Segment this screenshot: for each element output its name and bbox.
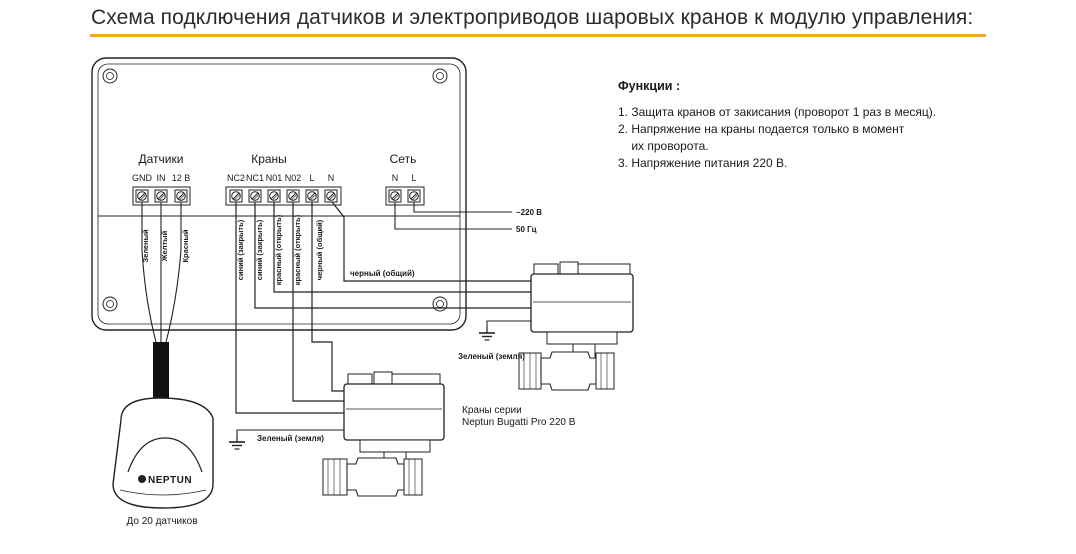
terminal-label-n02: N02 xyxy=(285,173,302,183)
terminal-label-nc2: NC2 xyxy=(227,173,245,183)
upper-ground-icon xyxy=(478,326,496,341)
valve-wire-label-nc1: синий (закрыть) xyxy=(255,219,264,280)
mains-terminal-block xyxy=(385,186,425,206)
upper-valve-body xyxy=(518,351,615,391)
lower-ground-icon xyxy=(228,435,246,450)
terminal-label-12v: 12 В xyxy=(172,173,191,183)
function-item-3: 3. Напряжение питания 220 В. xyxy=(618,156,788,170)
sensor-caption: До 20 датчиков xyxy=(126,516,197,527)
valves-caption-line-2: Neptun Bugatti Pro 220 В xyxy=(462,417,576,428)
neptun-logo-icon xyxy=(138,475,146,483)
page-title: Схема подключения датчиков и электроприв… xyxy=(91,6,974,29)
leak-sensor: NEPTUN xyxy=(112,397,214,509)
upper-ground-label: Зеленый (земля) xyxy=(458,352,525,361)
valve-wire-label-nc2: синий (закрыть) xyxy=(236,219,245,280)
mains-voltage-label: ~220 В xyxy=(516,208,542,217)
valves-terminal-block xyxy=(225,186,342,206)
lower-ground-wire xyxy=(236,429,344,436)
function-item-2-cont: их проворота. xyxy=(618,139,709,153)
lower-valve-body xyxy=(322,457,423,497)
sensor-cable xyxy=(153,342,169,406)
valve-wires xyxy=(235,201,532,414)
terminal-label-mains-n: N xyxy=(392,173,399,183)
function-item-2: 2. Напряжение на краны подается только в… xyxy=(618,122,905,136)
sensor-wire-label-yellow: Желтый xyxy=(160,230,169,262)
terminal-label-mains-l: L xyxy=(411,173,416,183)
sensors-group-title: Датчики xyxy=(139,152,184,166)
terminal-label-n01: N01 xyxy=(266,173,283,183)
valves-caption-line-1: Краны серии xyxy=(462,405,522,416)
valve-wire-label-n01: красный (открыть) xyxy=(274,214,283,285)
terminal-label-n: N xyxy=(328,173,335,183)
functions-heading: Функции : xyxy=(618,79,681,93)
function-item-1: 1. Защита кранов от закисания (проворот … xyxy=(618,105,937,119)
terminal-label-l: L xyxy=(309,173,314,183)
mains-wires xyxy=(394,202,512,230)
upper-ground-wire xyxy=(486,320,531,327)
sensor-wire-label-green: Зеленый xyxy=(141,229,150,263)
title-underline xyxy=(90,34,986,37)
common-wire-label: черный (общий) xyxy=(350,269,415,278)
sensor-wire-label-red: Красный xyxy=(181,229,190,262)
terminal-label-nc1: NC1 xyxy=(246,173,264,183)
mains-frequency-label: 50 Гц xyxy=(516,225,537,234)
valve-wire-label-common: черный (общий) xyxy=(315,219,324,280)
sensor-wires xyxy=(141,202,182,343)
terminal-label-gnd: GND xyxy=(132,173,153,183)
terminal-label-in: IN xyxy=(157,173,166,183)
mains-group-title: Сеть xyxy=(390,152,417,166)
valve-wire-label-n02: красный (открыть) xyxy=(293,214,302,285)
valves-group-title: Краны xyxy=(251,152,287,166)
functions-block: Функции : 1. Защита кранов от закисания … xyxy=(618,78,1058,172)
sensor-brand: NEPTUN xyxy=(148,475,192,486)
upper-valve-actuator xyxy=(530,261,634,359)
lower-ground-label: Зеленый (земля) xyxy=(257,434,324,443)
lower-valve-actuator xyxy=(343,371,445,465)
